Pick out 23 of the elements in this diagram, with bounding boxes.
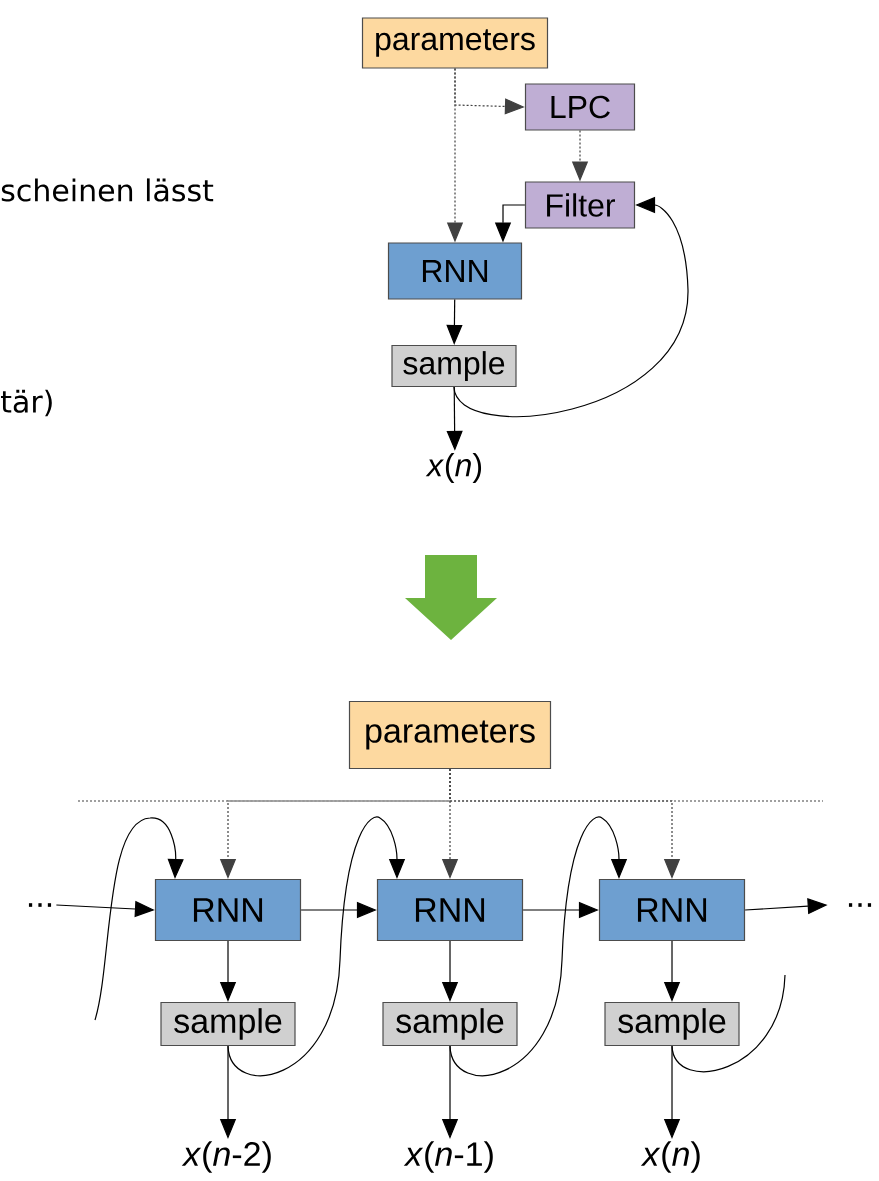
process-box: sample — [391, 344, 517, 388]
process-box: Filter — [524, 181, 636, 229]
ellipsis: ... — [848, 903, 872, 907]
feedback-arrow — [227, 816, 406, 1077]
output-label: x(n-1) — [403, 1141, 493, 1173]
ellipsis: ... — [28, 903, 52, 907]
output-label: x(n-2) — [181, 1141, 271, 1173]
process-box: RNN — [598, 878, 746, 942]
process-box: parameters — [361, 17, 549, 69]
process-box: RNN — [376, 878, 524, 942]
slide-text: tär) — [1, 389, 52, 417]
process-box: RNN — [154, 878, 302, 942]
process-box: sample — [382, 1001, 518, 1047]
process-box: sample — [160, 1001, 296, 1047]
feedback-arrow — [94, 817, 184, 1021]
process-box: RNN — [387, 242, 523, 300]
slide-text: scheinen lässt — [1, 178, 214, 202]
process-box: sample — [604, 1001, 740, 1047]
output-label: x(n) — [425, 453, 482, 483]
process-box: LPC — [524, 83, 636, 131]
process-box: parameters — [348, 700, 552, 770]
output-label: x(n) — [640, 1141, 700, 1173]
feedback-arrow — [449, 816, 628, 1077]
